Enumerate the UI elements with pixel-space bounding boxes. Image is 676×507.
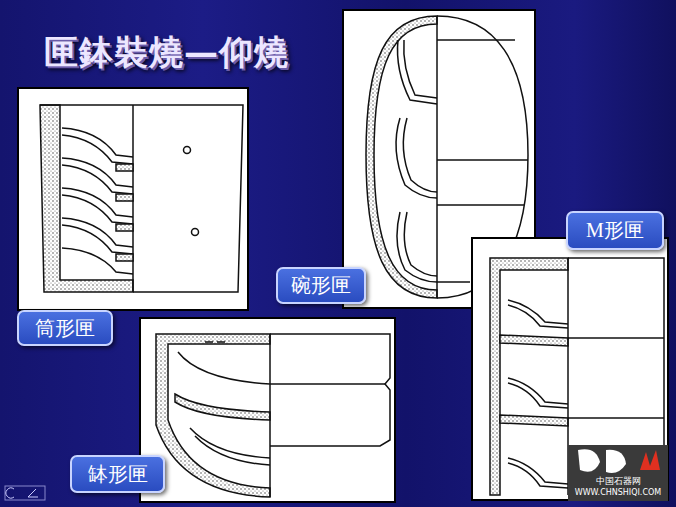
bo-saggar-drawing: [140, 318, 395, 502]
label-text: 缽形匣: [88, 461, 148, 488]
nav-icon: [5, 486, 45, 500]
watermark-text: 中国石器网: [568, 475, 668, 488]
label-text: M形匣: [586, 217, 644, 244]
m-saggar-drawing: [472, 238, 668, 500]
label-text: 碗形匣: [291, 272, 351, 299]
label-text: 筒形匣: [35, 315, 95, 342]
label-box: 缽形匣: [70, 455, 165, 493]
watermark-logo: [568, 445, 668, 501]
label-box: M形匣: [566, 211, 664, 250]
slide-title: 匣鉢裝燒—仰燒: [44, 30, 289, 76]
cylinder-saggar-drawing: [18, 88, 248, 310]
watermark-text: WWW.CHNSHIQI.COM: [568, 488, 668, 497]
label-box: 筒形匣: [17, 310, 113, 346]
label-box: 碗形匣: [276, 267, 366, 304]
